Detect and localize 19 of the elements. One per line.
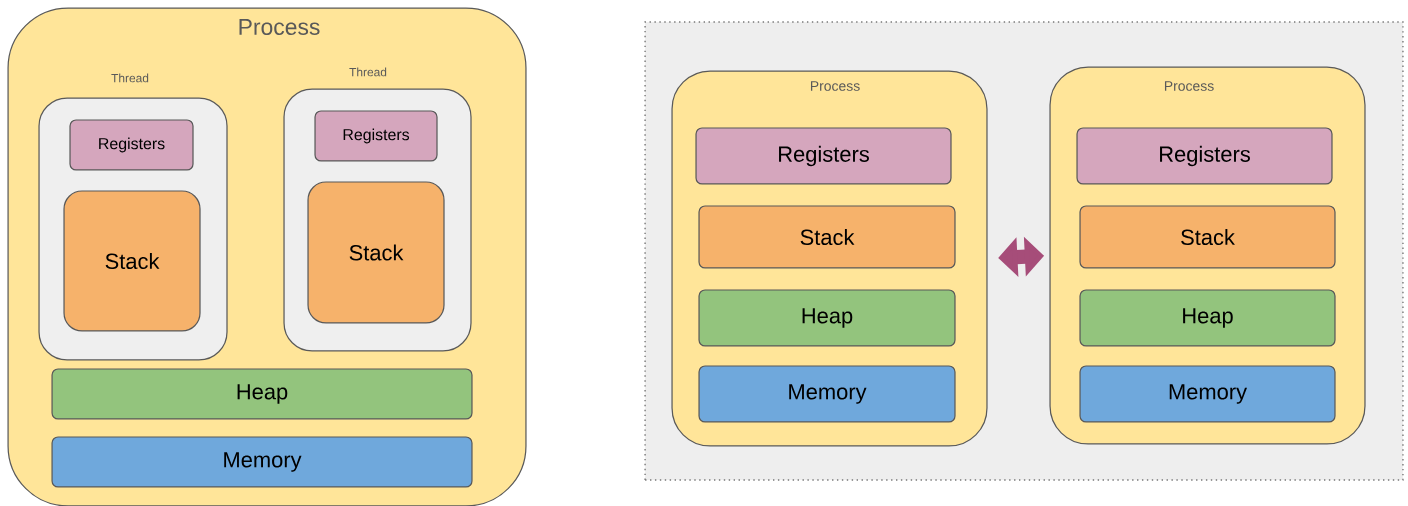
block-box: Stack <box>63 190 201 332</box>
block-box: Stack <box>307 181 445 324</box>
block-box: Heap <box>698 289 956 347</box>
block-box: Registers <box>69 119 194 171</box>
box-heading: Process <box>1164 81 1214 91</box>
block-box: Heap <box>1079 289 1336 347</box>
block-box: Registers <box>1076 127 1333 185</box>
box-heading: Thread <box>111 73 149 83</box>
box-heading: Thread <box>349 67 387 77</box>
block-box: Stack <box>1079 205 1336 269</box>
box-heading: Process <box>239 19 320 35</box>
block-box: Registers <box>314 110 438 162</box>
block-box: Stack <box>698 205 956 269</box>
block-box: Heap <box>51 368 473 420</box>
box-heading: Process <box>810 81 860 91</box>
block-box: Memory <box>698 365 956 423</box>
block-box: Memory <box>51 436 473 488</box>
block-box: Registers <box>695 127 952 185</box>
block-box: Memory <box>1079 365 1336 423</box>
